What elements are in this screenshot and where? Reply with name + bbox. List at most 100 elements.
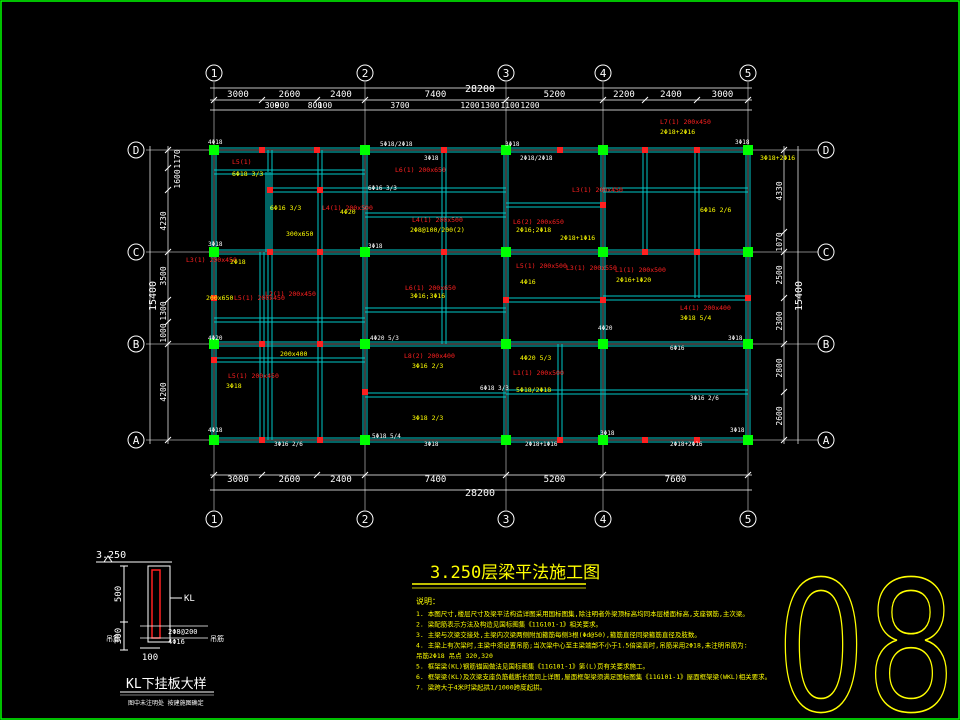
column [598, 145, 608, 155]
note-item: 3. 主梁与次梁交接处,主梁内次梁两侧附加箍筋每侧3根(Φd@50),箍筋直径同… [416, 630, 701, 639]
axis-label-B: B [133, 338, 140, 351]
top-segment-dim: 5200 [544, 90, 566, 100]
inner-segment-dim: 800 [308, 101, 323, 110]
column-stub [317, 187, 323, 193]
axis-label-5: 5 [745, 67, 752, 80]
rebar-note: 3Φ18 [735, 139, 750, 146]
rebar-spec: 4Φ16 [520, 278, 536, 286]
axis-label-5: 5 [745, 513, 752, 526]
beam-mark: L5(1) 200x450 [234, 294, 285, 302]
total-dimension-right: 15400 [794, 281, 805, 311]
dim-tick [641, 96, 649, 104]
axis-bubble-2 [356, 510, 374, 528]
axis-label-4: 4 [600, 67, 607, 80]
column [360, 247, 370, 257]
rebar-spec: 3Φ18+2Φ16 [760, 154, 795, 162]
inner-segment-dim: 1100 [500, 101, 519, 110]
rebar-spec: 6Φ16 3/3 [270, 204, 301, 212]
axis-bubble-1 [205, 64, 223, 82]
bottom-segment-dim: 7600 [665, 475, 687, 485]
rebar-spec: 2Φ16+1Φ20 [616, 276, 651, 284]
column-stub [267, 187, 273, 193]
axis-bubble-4 [594, 510, 612, 528]
column-stub [441, 147, 447, 153]
dim-tick [313, 471, 321, 479]
beam-mark: L5(1) 200x450 [228, 372, 279, 380]
axis-label-1: 1 [211, 513, 218, 526]
note-item: 吊筋2Φ18 吊点 320,320 [416, 651, 493, 660]
inner-segment-dim: 100 [318, 101, 333, 110]
axis-bubble-4 [594, 64, 612, 82]
inner-segment-dim: 1200 [460, 101, 479, 110]
column-stub [557, 147, 563, 153]
column-stub [317, 437, 323, 443]
top-segment-dim: 2600 [279, 90, 301, 100]
column-stub [557, 437, 563, 443]
right-segment-dim: 2300 [775, 311, 784, 330]
axis-label-A: A [823, 434, 830, 447]
rebar-spec: 3Φ18 2/3 [412, 414, 443, 422]
inner-segment-dim: 900 [275, 101, 290, 110]
left-segment-dim: 1000 [159, 323, 168, 342]
axis-bubble-D [127, 141, 145, 159]
column [209, 435, 219, 445]
column-stub [259, 147, 265, 153]
left-segment-dim: 1600 [173, 169, 182, 188]
axis-bubble-D [817, 141, 835, 159]
top-segment-dim: 2400 [660, 90, 682, 100]
column [598, 247, 608, 257]
rebar-note: 3Φ18 [424, 441, 439, 448]
rebar-note: 3Φ18 [730, 427, 745, 434]
axis-label-D: D [823, 144, 830, 157]
column [209, 339, 219, 349]
rebar-note: 4Φ20 5/3 [370, 335, 399, 342]
column [598, 435, 608, 445]
beam-mark: L5(1) [232, 158, 252, 166]
right-segment-dim: 2800 [775, 358, 784, 377]
column-stub [259, 341, 265, 347]
beam-mark: L1(1) 200x500 [513, 369, 564, 377]
axis-bubble-1 [205, 510, 223, 528]
dim-tick [780, 228, 788, 236]
rebar-spec: 200x650 [206, 294, 233, 302]
column-stub [259, 437, 265, 443]
column-layer [209, 145, 753, 445]
dim-tick [164, 186, 172, 194]
axis-label-C: C [133, 246, 140, 259]
beam-mark: L1(1) 200x500 [615, 266, 666, 274]
dim-tick [258, 471, 266, 479]
detail-rebar-1: 2Φ8@200 [168, 628, 198, 636]
column [501, 145, 511, 155]
rebar-spec: 6Φ16 2/6 [700, 206, 731, 214]
detail-dim-100: 100 [142, 653, 158, 663]
column-stub [642, 147, 648, 153]
rebar-spec: 2Φ16;2Φ18 [516, 226, 551, 234]
column-stub [211, 295, 217, 301]
rebar-note: 3Φ16 2/6 [690, 395, 719, 402]
left-segment-dim: 4230 [159, 211, 168, 230]
note-item: 6. 框架梁(KL)及次梁支座负筋截断长度同上详图,屋面框架梁须满足国标图集《1… [416, 672, 771, 681]
axis-label-B: B [823, 338, 830, 351]
beam-mark: L4(1) 200x400 [680, 304, 731, 312]
note-item: 1. 本图尺寸,楼层尺寸及梁平法构造详图采用国标图集,除注明者外梁顶标高均同本层… [416, 609, 749, 618]
top-segment-dim: 2200 [613, 90, 635, 100]
column-stub [441, 249, 447, 255]
axis-label-2: 2 [362, 67, 369, 80]
rebar-note: 3Φ18 [424, 155, 439, 162]
rebar-note: 3Φ18 [728, 335, 743, 342]
axis-label-C: C [823, 246, 830, 259]
rebar-note: 3Φ16 2/6 [274, 441, 303, 448]
column [501, 247, 511, 257]
rebar-note: 5Φ18 5/4 [372, 433, 401, 440]
axis-label-D: D [133, 144, 140, 157]
axis-bubble-3 [497, 510, 515, 528]
column-stub [317, 341, 323, 347]
column [360, 145, 370, 155]
rebar-note: 2Φ18+2Φ16 [670, 441, 703, 448]
rebar-note: 3Φ18 [368, 243, 383, 250]
detail-level: 3.250 [96, 550, 126, 561]
axis-bubble-B [817, 335, 835, 353]
beam-mark: L3(1) 200x450 [572, 186, 623, 194]
general-notes: 说明： 1. 本图尺寸,楼层尺寸及梁平法构造详图采用国标图集,除注明者外梁顶标高… [416, 596, 771, 692]
beam-mark: L7(1) 200x450 [660, 118, 711, 126]
